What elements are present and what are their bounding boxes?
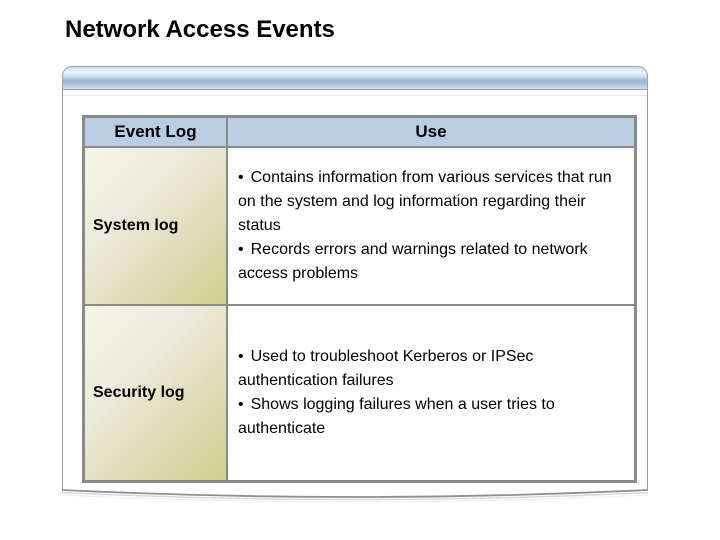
system-log-label: System log	[93, 217, 179, 234]
table-header-event-log: Event Log	[85, 118, 226, 146]
panel-bottom-curve	[61, 489, 649, 503]
security-log-label-cell: Security log	[85, 306, 226, 480]
security-log-label: Security log	[93, 384, 185, 401]
list-item: •Shows logging failures when a user trie…	[238, 393, 630, 441]
bullet-text: Records errors and warnings related to n…	[238, 241, 588, 282]
list-item: •Used to troubleshoot Kerberos or IPSec …	[238, 345, 630, 393]
header-use-label: Use	[415, 122, 447, 141]
bullet-icon: •	[238, 241, 244, 258]
list-item: •Contains information from various servi…	[238, 166, 630, 238]
page-title: Network Access Events	[65, 16, 335, 43]
table-header-use: Use	[228, 118, 634, 146]
bullet-text: Used to troubleshoot Kerberos or IPSec a…	[238, 348, 534, 389]
event-log-table: Event Log Use System log •Contains infor…	[82, 115, 637, 483]
header-event-log-label: Event Log	[114, 122, 197, 141]
system-log-use-cell: •Contains information from various servi…	[228, 148, 634, 304]
bullet-icon: •	[238, 396, 244, 413]
bullet-icon: •	[238, 169, 244, 186]
system-log-label-cell: System log	[85, 148, 226, 304]
bullet-text: Contains information from various servic…	[238, 169, 612, 234]
list-item: •Records errors and warnings related to …	[238, 238, 630, 286]
bullet-icon: •	[238, 348, 244, 365]
panel-title-bar	[62, 66, 648, 90]
bullet-text: Shows logging failures when a user tries…	[238, 396, 555, 437]
security-log-use-cell: •Used to troubleshoot Kerberos or IPSec …	[228, 306, 634, 480]
